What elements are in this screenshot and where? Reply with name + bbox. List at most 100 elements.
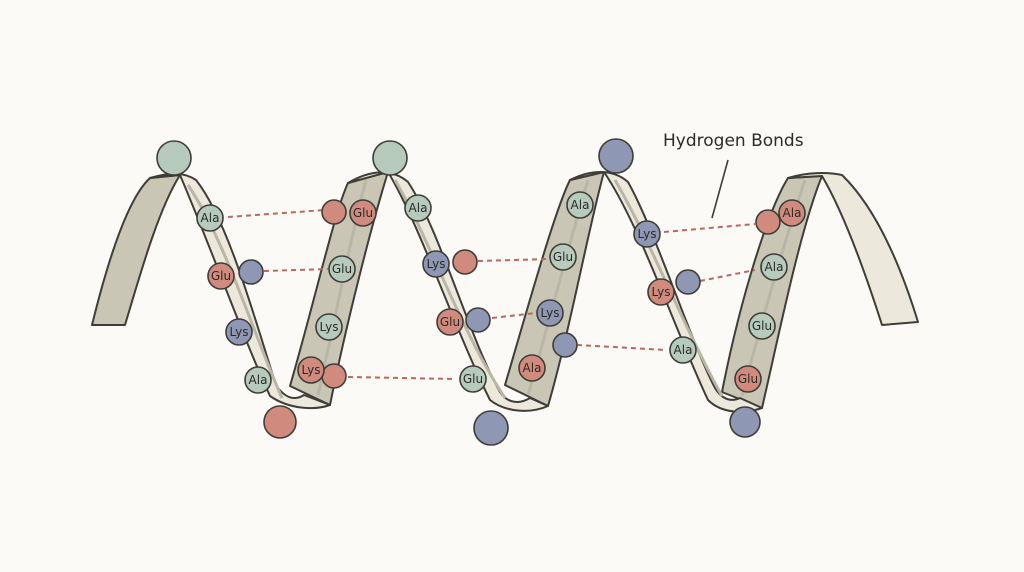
residue-label: Glu [332, 262, 352, 276]
atom-sphere [552, 332, 578, 358]
residue-label: Ala [523, 361, 542, 375]
residue-circle [778, 199, 806, 227]
residue-lys: Lys [633, 220, 661, 248]
atom-sphere [156, 140, 192, 176]
residue-circle [734, 365, 762, 393]
residue-label: Lys [652, 285, 671, 299]
residue-glu: Glu [549, 243, 577, 271]
residue-lys: Lys [315, 313, 343, 341]
residue-ala: Ala [404, 194, 432, 222]
atom-sphere [465, 307, 491, 333]
hydrogen-bond-line [263, 268, 329, 272]
residue-glu: Glu [748, 312, 776, 340]
residue-circle [196, 204, 224, 232]
residue-label: Lys [320, 320, 339, 334]
residue-label: Ala [249, 373, 268, 387]
residue-lys: Lys [422, 250, 450, 278]
residue-label: Lys [230, 325, 249, 339]
hydrogen-bond-line [347, 376, 456, 380]
residue-circle [536, 299, 564, 327]
residue-glu: Glu [349, 199, 377, 227]
residue-lys: Lys [536, 299, 564, 327]
hydrogen-bonds-callout: Hydrogen Bonds [663, 131, 804, 219]
residue-circle [436, 308, 464, 336]
residue-ala: Ala [760, 253, 788, 281]
residue-lys: Lys [297, 356, 325, 384]
atom-sphere [321, 363, 347, 389]
atom-sphere [321, 199, 347, 225]
residue-circle [669, 336, 697, 364]
residue-circle [647, 278, 675, 306]
residue-label: Glu [463, 372, 483, 386]
residues-layer: AlaGluLysAlaGluGluLysLysAlaLysGluGluGluL… [196, 191, 806, 394]
residue-ala: Ala [244, 366, 272, 394]
residue-label: Ala [571, 198, 590, 212]
residue-label: Glu [353, 206, 373, 220]
residue-label: Glu [440, 315, 460, 329]
atom-sphere [598, 138, 634, 174]
backbone-line [186, 179, 807, 399]
residue-glu: Glu [207, 262, 235, 290]
atoms-layer [156, 138, 781, 446]
residue-label: Lys [427, 257, 446, 271]
atom-sphere [675, 269, 701, 295]
ribbon-back-1 [91, 174, 181, 326]
residue-label: Ala [674, 343, 693, 357]
residue-lys: Lys [225, 318, 253, 346]
atom-sphere [238, 259, 264, 285]
residue-circle [404, 194, 432, 222]
hydrogen-bonds-label: Hydrogen Bonds [663, 131, 804, 151]
residue-label: Ala [201, 211, 220, 225]
residue-circle [349, 199, 377, 227]
residue-circle [760, 253, 788, 281]
atom-sphere [755, 209, 781, 235]
residue-label: Ala [409, 201, 428, 215]
residue-circle [328, 255, 356, 283]
residue-glu: Glu [734, 365, 762, 393]
residue-label: Glu [738, 372, 758, 386]
residue-circle [315, 313, 343, 341]
residue-ala: Ala [518, 354, 546, 382]
residue-circle [748, 312, 776, 340]
residue-circle [566, 191, 594, 219]
residue-circle [297, 356, 325, 384]
residue-label: Lys [302, 363, 321, 377]
residue-glu: Glu [328, 255, 356, 283]
hydrogen-bond-line [227, 209, 326, 218]
residue-label: Glu [211, 269, 231, 283]
residue-label: Glu [553, 250, 573, 264]
atom-sphere [729, 406, 761, 438]
atom-sphere [372, 140, 408, 176]
residue-label: Lys [541, 306, 560, 320]
residue-circle [549, 243, 577, 271]
residue-lys: Lys [647, 278, 675, 306]
ribbon-front-4 [787, 172, 919, 326]
hydrogen-bond-line [477, 258, 549, 262]
atom-sphere [473, 410, 509, 446]
residue-circle [459, 365, 487, 393]
hydrogen-bond-line [699, 269, 756, 282]
residue-glu: Glu [459, 365, 487, 393]
hydrogen-bond-line [576, 344, 667, 351]
hydrogen-bond-lines [227, 209, 756, 380]
residue-label: Glu [752, 319, 772, 333]
residue-label: Lys [638, 227, 657, 241]
hydrogen-bond-line [663, 223, 756, 233]
residue-label: Ala [765, 260, 784, 274]
residue-circle [244, 366, 272, 394]
residue-circle [633, 220, 661, 248]
residue-ala: Ala [669, 336, 697, 364]
residue-circle [518, 354, 546, 382]
residue-ala: Ala [566, 191, 594, 219]
residue-ala: Ala [196, 204, 224, 232]
residue-circle [207, 262, 235, 290]
residue-circle [422, 250, 450, 278]
callout-leader-line [711, 159, 729, 219]
residue-label: Ala [783, 206, 802, 220]
atom-sphere [263, 405, 297, 439]
hydrogen-bond-line [491, 312, 537, 319]
residue-circle [225, 318, 253, 346]
residue-glu: Glu [436, 308, 464, 336]
atom-sphere [452, 249, 478, 275]
